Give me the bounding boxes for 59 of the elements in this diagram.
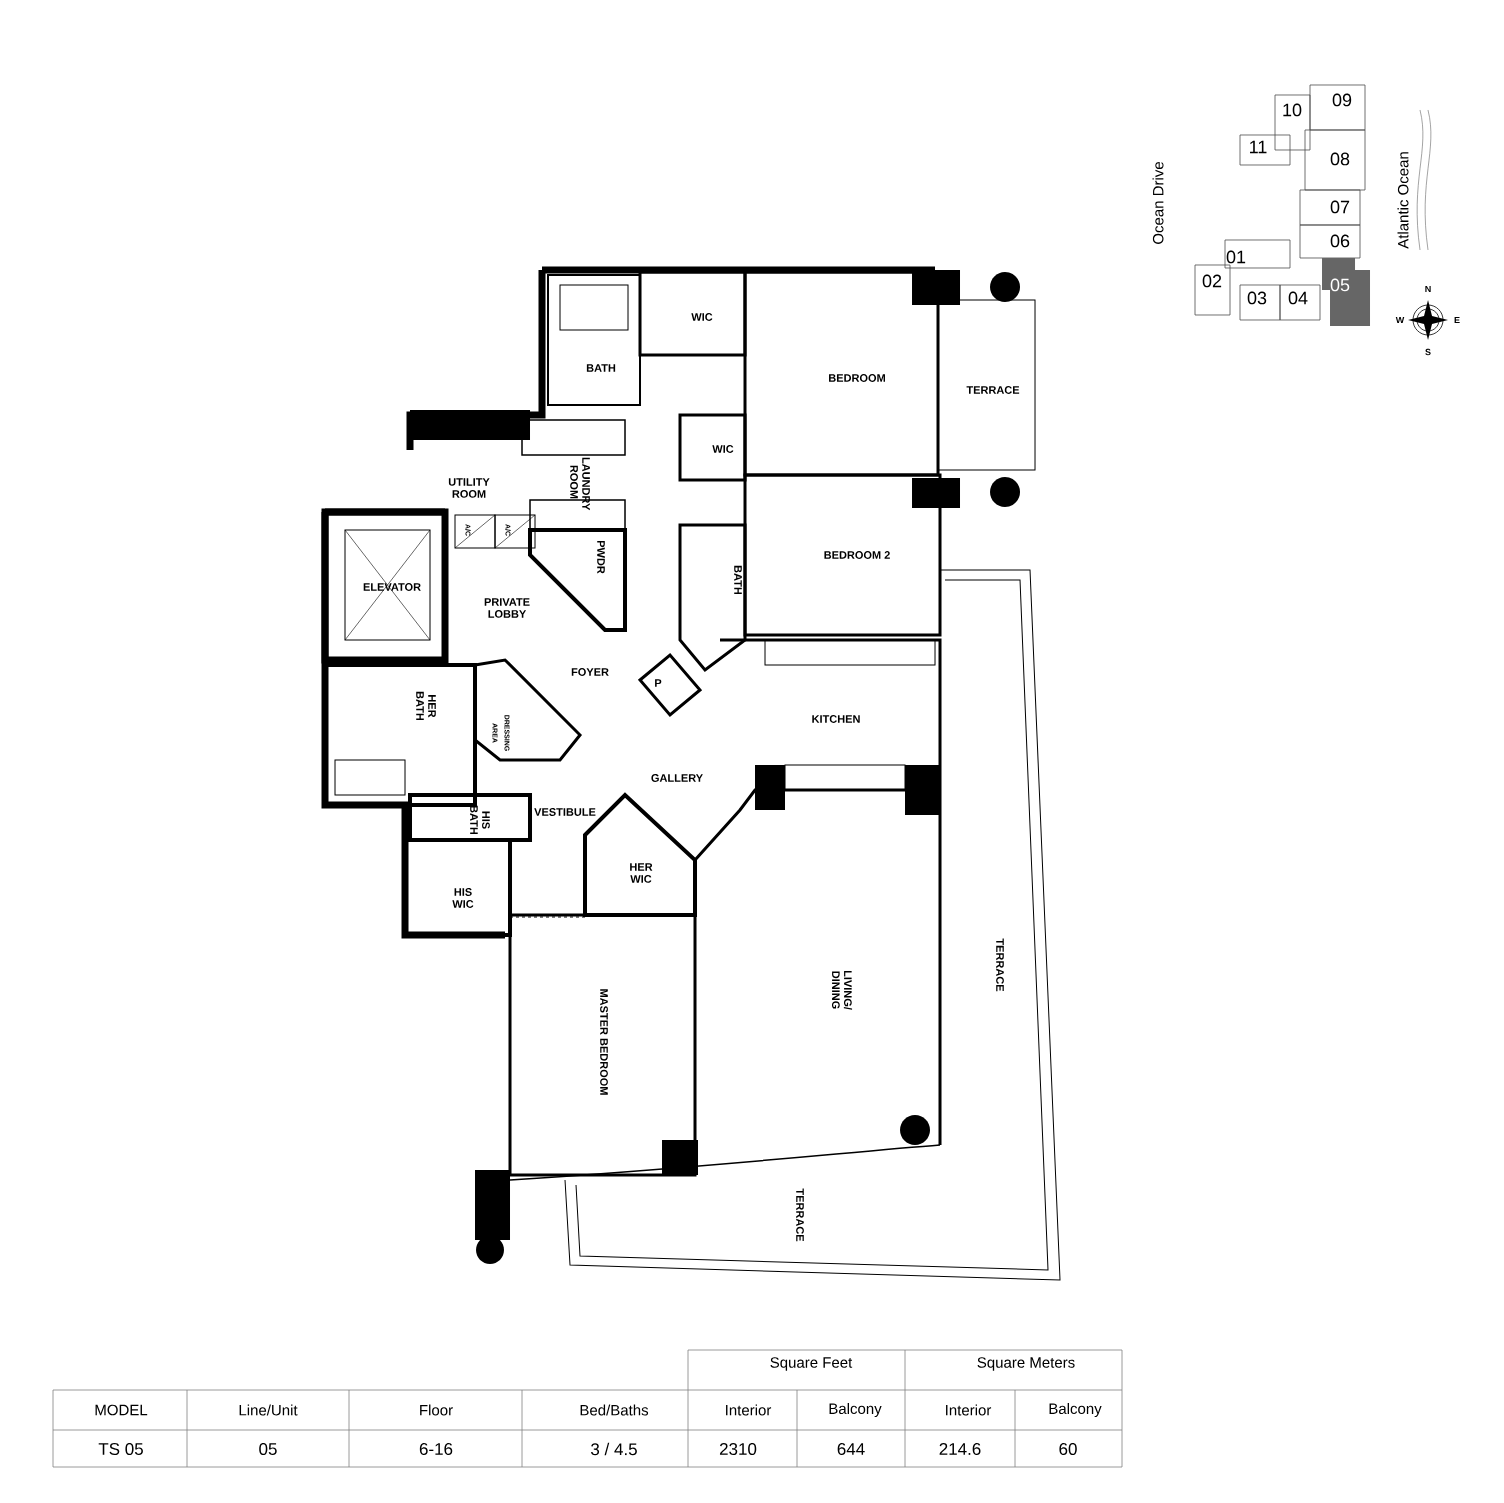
room-label: GALLERY xyxy=(651,774,703,782)
table-cell: 644 xyxy=(837,1443,865,1456)
room-label: LAUNDRY ROOM xyxy=(570,457,590,511)
room-label: ELEVATOR xyxy=(363,583,421,591)
table-header: Bed/Baths xyxy=(580,1404,649,1416)
room-label: LIVING/ DINING xyxy=(831,970,853,1010)
table-cell: 2310 xyxy=(719,1443,757,1456)
room-label: BATH xyxy=(734,565,742,595)
room-label: WIC xyxy=(691,313,713,321)
compass-letter: S xyxy=(1425,348,1431,356)
table-cell: 214.6 xyxy=(939,1443,981,1456)
compass-letter: W xyxy=(1395,316,1405,324)
table-header: Floor xyxy=(420,1404,453,1416)
room-label: UTILITY ROOM xyxy=(448,478,490,498)
room-label: VESTIBULE xyxy=(534,808,596,816)
room-label: HER BATH xyxy=(416,691,436,721)
table-header: Balcony xyxy=(829,1403,882,1417)
room-label: P xyxy=(655,679,662,687)
unit-number: 02 xyxy=(1202,274,1222,288)
table-cell: 6-16 xyxy=(419,1443,453,1456)
compass-letter: E xyxy=(1454,316,1460,324)
unit-number: 07 xyxy=(1330,200,1350,214)
table-cell: 3 / 4.5 xyxy=(591,1442,637,1456)
unit-number: 01 xyxy=(1226,250,1246,264)
room-label: TERRACE xyxy=(996,938,1004,992)
room-label: TERRACE xyxy=(796,1188,804,1242)
compass-letter: N xyxy=(1425,285,1431,293)
room-label: BEDROOM xyxy=(829,374,885,382)
table-header: Square Feet xyxy=(770,1357,853,1371)
room-label: HER WIC xyxy=(630,863,653,883)
room-label: KITCHEN xyxy=(812,715,860,723)
street-label: Ocean Drive xyxy=(1152,162,1164,244)
unit-number: 10 xyxy=(1283,103,1302,117)
unit-number: 09 xyxy=(1332,93,1352,107)
unit-number: 11 xyxy=(1250,140,1267,154)
room-label: TERRACE xyxy=(966,386,1020,394)
table-header: Square Meters xyxy=(977,1357,1075,1371)
table-cell: TS 05 xyxy=(98,1443,143,1456)
street-label: Atlantic Ocean xyxy=(1397,152,1409,249)
unit-number: 08 xyxy=(1330,152,1350,166)
room-label: BEDROOM 2 xyxy=(824,551,890,559)
table-header: Balcony xyxy=(1049,1403,1102,1417)
room-label: WIC xyxy=(712,445,734,453)
unit-number: 06 xyxy=(1330,234,1350,248)
room-label: PWDR xyxy=(597,540,605,574)
room-label: PRIVATE LOBBY xyxy=(484,598,530,618)
table-cell: 05 xyxy=(259,1443,277,1456)
table-header: Line/Unit xyxy=(239,1404,298,1416)
room-label: MASTER BEDROOM xyxy=(600,989,608,1095)
room-label: BATH xyxy=(586,364,616,372)
unit-number: 04 xyxy=(1288,291,1308,305)
room-label: HIS WIC xyxy=(452,888,474,908)
unit-number: 03 xyxy=(1247,291,1267,305)
table-header: MODEL xyxy=(95,1404,148,1416)
table-header: Interior xyxy=(726,1404,772,1416)
table-header: Interior xyxy=(946,1404,992,1416)
room-label: FOYER xyxy=(571,668,609,676)
table-cell: 60 xyxy=(1059,1443,1077,1456)
unit-number: 05 xyxy=(1330,278,1350,292)
